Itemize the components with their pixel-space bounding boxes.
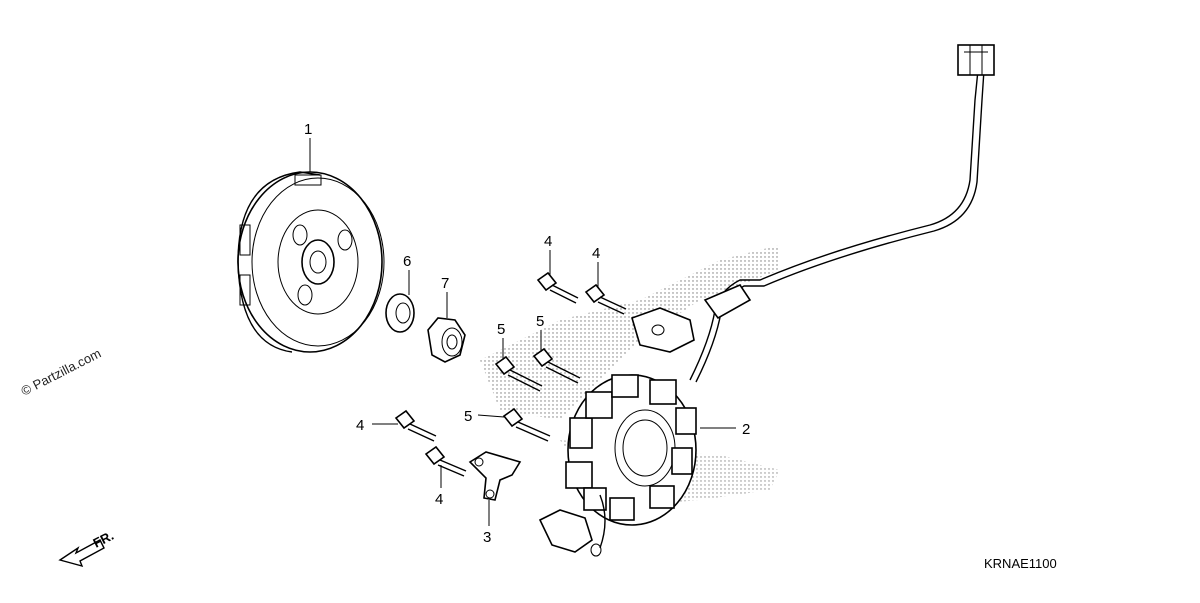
callout-5b: 5	[536, 313, 544, 330]
callout-4b: 4	[592, 245, 600, 262]
callout-7: 7	[441, 275, 449, 292]
flywheel-part[interactable]	[237, 171, 385, 353]
callout-6: 6	[403, 253, 411, 270]
callout-1: 1	[304, 121, 312, 138]
arrow-left-icon	[58, 539, 105, 568]
callout-4c: 4	[356, 417, 364, 434]
leader-lines	[309, 138, 736, 526]
callout-4d: 4	[435, 491, 443, 508]
callout-4a: 4	[544, 233, 552, 250]
wire-harness[interactable]	[599, 44, 995, 549]
callout-3: 3	[483, 529, 491, 546]
pulser-sensor-upper[interactable]	[631, 307, 695, 353]
bracket-part[interactable]	[468, 451, 522, 501]
pulser-sensor-lower[interactable]	[538, 509, 602, 557]
front-direction-indicator: FR.	[58, 528, 116, 568]
callout-5c: 5	[464, 408, 472, 425]
callout-2: 2	[742, 421, 750, 438]
callouts: 1 2 3 4 4 4 4 5 5 5 6 7	[304, 121, 750, 546]
diagram-code: KRNAE1100	[984, 556, 1057, 571]
washer-part[interactable]	[385, 293, 415, 333]
stator-part[interactable]	[565, 374, 697, 526]
flange-nut-part[interactable]	[427, 317, 466, 363]
watermark-text: © Partzilla.com	[19, 346, 104, 399]
callout-5a: 5	[497, 321, 505, 338]
